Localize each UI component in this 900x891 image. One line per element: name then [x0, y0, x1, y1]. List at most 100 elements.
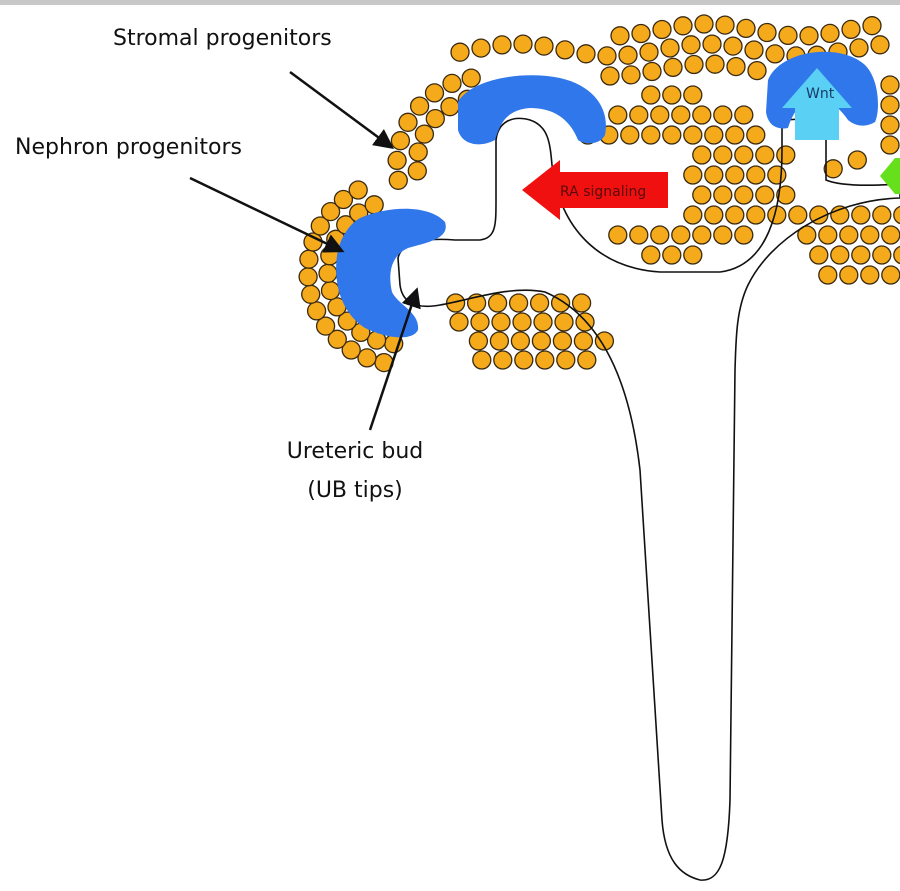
stromal-cell — [734, 145, 754, 165]
stromal-cell — [847, 150, 867, 170]
stromal-cell — [310, 216, 330, 236]
stromal-cell — [663, 57, 683, 78]
nephron-pointer-arrow — [189, 176, 345, 253]
stromal-cell — [725, 165, 745, 185]
stromal-cell — [713, 105, 733, 125]
stromal-cell — [736, 18, 756, 39]
stromal-cell — [510, 331, 531, 351]
stromal-cell — [470, 312, 490, 332]
stromal-cell — [849, 38, 869, 58]
stromal-cell — [713, 145, 733, 165]
stromal-cell — [870, 35, 890, 55]
stromal-cell — [621, 65, 641, 85]
stromal-cell — [318, 263, 338, 283]
stromal-cell — [662, 85, 682, 105]
stromal-cell — [767, 165, 787, 185]
stromal-cell — [629, 225, 649, 245]
stromal-cell — [713, 185, 733, 205]
stromal-cell — [556, 350, 576, 370]
stromal-cell — [529, 293, 550, 313]
stromal-cell — [818, 265, 838, 285]
stromal-cell — [449, 312, 469, 332]
stromal-cell — [471, 38, 491, 58]
stromal-cell — [746, 125, 766, 145]
stromal-cell — [671, 225, 691, 245]
stromal-cell — [726, 56, 746, 77]
stromal-cell — [880, 135, 900, 155]
stromal-cell — [641, 125, 661, 145]
stromal-cell — [757, 22, 777, 43]
stromal-cell — [713, 225, 733, 245]
stromal-cell — [390, 131, 411, 151]
stromal-cell — [608, 105, 628, 125]
stromal-cell — [409, 96, 430, 116]
stromal-cell — [408, 142, 428, 162]
stromal-cell — [306, 301, 327, 321]
stromal-progenitors-label: Stromal progenitors — [113, 26, 332, 51]
stromal-cell — [333, 189, 354, 210]
stromal-cell — [683, 125, 703, 145]
stromal-cell — [704, 125, 724, 145]
stromal-cell — [746, 205, 766, 225]
stromal-cell — [491, 312, 511, 332]
stromal-cell — [341, 340, 361, 360]
ureteric-bud-label: Ureteric bud — [287, 439, 423, 464]
stromal-cell — [765, 44, 785, 64]
stromal-cell — [880, 75, 900, 95]
stromal-cell — [725, 205, 745, 225]
stromal-cell — [514, 350, 534, 370]
stromal-cell — [639, 42, 659, 62]
stromal-cell — [492, 35, 512, 55]
stromal-cell — [550, 293, 571, 313]
stromal-cell — [610, 26, 630, 46]
stromal-cell — [872, 245, 892, 265]
stromal-cell — [299, 249, 319, 269]
stromal-cell — [652, 19, 672, 40]
stromal-cell — [327, 329, 347, 349]
stromal-cell — [472, 350, 492, 370]
stromal-cell — [662, 245, 682, 265]
stromal-cell — [893, 205, 900, 225]
stromal-cell — [348, 180, 368, 200]
stromal-cell — [841, 19, 861, 40]
stromal-cell — [725, 125, 745, 145]
stromal-cell — [554, 312, 574, 332]
wnt-arrow — [782, 68, 852, 140]
stromal-cell — [723, 36, 743, 56]
stromal-cell — [424, 83, 445, 103]
stromal-cell — [608, 225, 628, 245]
stromal-cell — [809, 245, 829, 265]
stromal-cell — [531, 331, 552, 351]
stromal-cell — [692, 145, 712, 165]
stromal-cell — [818, 225, 838, 245]
stromal-cell — [776, 145, 796, 165]
stromal-cell — [487, 293, 508, 313]
stromal-cell — [799, 26, 819, 46]
stromal-cell — [893, 245, 900, 265]
stromal-cell — [468, 331, 489, 351]
stromal-cell — [320, 280, 341, 301]
stromal-cell — [493, 350, 513, 370]
stromal-cell — [860, 225, 880, 245]
stromal-cell — [671, 105, 691, 125]
stromal-cell — [797, 225, 817, 245]
stromal-cell — [597, 46, 617, 66]
stromal-cell — [862, 16, 882, 36]
stromal-cell — [683, 245, 703, 265]
stromal-cell — [692, 225, 712, 245]
stromal-cell — [535, 350, 555, 370]
stromal-cell — [683, 205, 703, 225]
stromal-cell — [450, 42, 470, 62]
stromal-cell — [839, 225, 859, 245]
stromal-cell — [880, 95, 900, 115]
stromal-cell — [734, 185, 754, 205]
stromal-cell — [880, 115, 900, 135]
ureteric-bud-outline — [397, 117, 900, 881]
stromal-cell — [692, 185, 712, 205]
stromal-cell — [577, 350, 597, 370]
stromal-cell — [702, 34, 722, 54]
stromal-cell — [704, 205, 724, 225]
stromal-cell — [576, 44, 596, 64]
stromal-cell — [744, 40, 764, 60]
